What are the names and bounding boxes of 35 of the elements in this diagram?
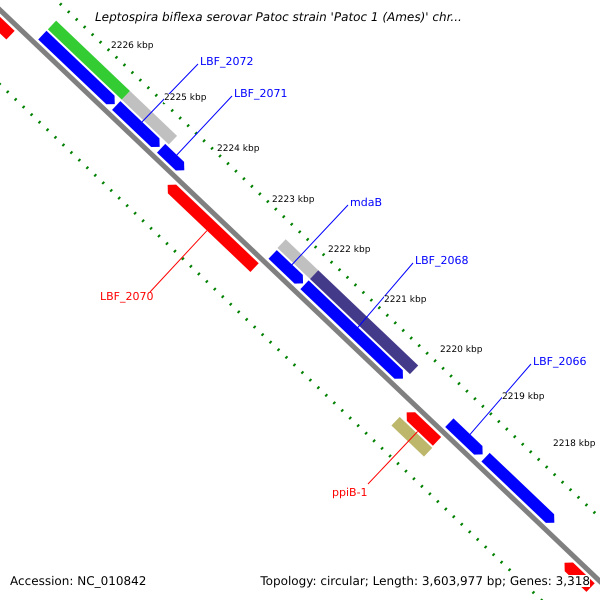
gene-label: LBF_2072 <box>200 56 254 67</box>
leader-line <box>357 262 414 328</box>
gene-label: LBF_2070 <box>100 291 154 302</box>
gene-label: ppiB-1 <box>332 487 368 498</box>
leader-line <box>150 230 208 292</box>
leader-line <box>291 204 348 266</box>
tick-label: 2219 kbp <box>502 393 544 402</box>
leader-line <box>176 96 232 156</box>
map-title: Leptospira biflexa serovar Patoc strain 'Patoc 1 (Ames)' chr... <box>95 11 462 23</box>
tick-label: 2221 kbp <box>384 296 426 305</box>
tick-label: 2225 kbp <box>164 94 206 103</box>
tick-label: 2224 kbp <box>217 145 260 154</box>
gene-label: LBF_2066 <box>533 356 586 367</box>
gene-feature <box>406 412 442 446</box>
gene-label: LBF_2071 <box>234 88 288 99</box>
tick-label: 2218 kbp <box>553 440 596 449</box>
gene-feature <box>268 250 304 284</box>
leader-line <box>142 64 198 122</box>
tick-label: 2222 kbp <box>328 246 370 255</box>
gene-feature <box>156 144 184 170</box>
genome-summary-text: Topology: circular; Length: 3,603,977 bp; Genes: 3,318 <box>260 575 590 587</box>
gene-feature <box>445 418 483 455</box>
tick-label: 2223 kbp <box>272 196 314 205</box>
tick-label: 2226 kbp <box>111 42 154 51</box>
gene-feature <box>112 101 160 148</box>
gene-feature <box>481 452 554 523</box>
gene-label: mdaB <box>350 197 382 208</box>
leader-line <box>368 430 418 484</box>
gene-label: LBF_2068 <box>415 255 468 266</box>
gene-feature-block <box>391 416 432 457</box>
tick-label: 2220 kbp <box>440 346 482 355</box>
leader-line <box>470 364 532 435</box>
accession-text: Accession: NC_010842 <box>10 575 146 587</box>
gene-feature <box>168 184 259 272</box>
gene-feature-block <box>277 239 318 279</box>
